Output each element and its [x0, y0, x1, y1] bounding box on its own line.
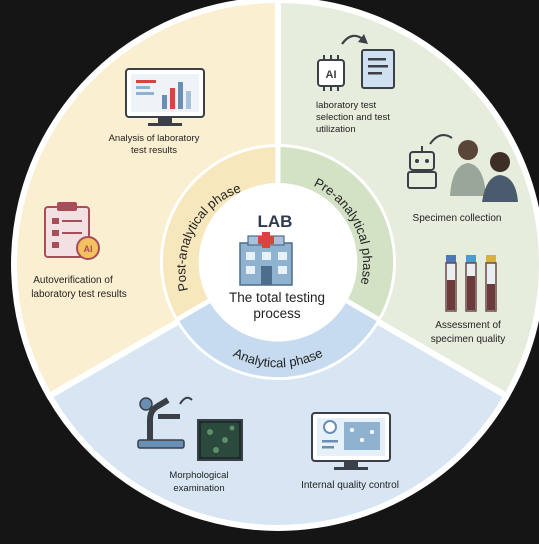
qc-monitor-icon	[311, 412, 391, 470]
test-selection-label-line2: selection and test	[316, 112, 390, 123]
test-selection-label-line1: laboratory test	[316, 100, 377, 111]
pre-ring-band	[278, 146, 394, 319]
clipboard-ai-icon: AI	[44, 202, 100, 260]
lab-building-icon: LAB	[239, 212, 293, 286]
analysis-label-line1: Analysis of laboratory	[109, 133, 200, 144]
ai-badge-text: AI	[84, 244, 93, 254]
center-title-line2: process	[253, 306, 301, 321]
post-ring-band	[162, 146, 278, 319]
specimen-collection-label: Specimen collection	[413, 213, 502, 224]
people-icon	[450, 140, 518, 202]
analytical-segment	[45, 260, 511, 531]
specimen-quality-label-line1: Assessment of	[435, 320, 501, 331]
microscopy-image-icon	[197, 419, 243, 461]
robot-icon	[407, 146, 437, 189]
autoverification-label-line1: Autoverification of	[33, 275, 113, 286]
lab-logo-text: LAB	[258, 212, 293, 231]
microscope-icon	[137, 396, 193, 449]
center-title-line1: The total testing	[229, 290, 325, 305]
monitor-chart-icon	[125, 68, 205, 126]
ai-chip-icon: AI	[317, 55, 345, 91]
morphological-label-line1: Morphological	[169, 470, 228, 481]
analytical-ring-band	[178, 301, 378, 378]
specimen-quality-label-line2: specimen quality	[431, 334, 505, 345]
analysis-label-line2: test results	[131, 145, 177, 156]
test-tubes-icon	[445, 255, 497, 312]
ai-chip-text: AI	[326, 69, 337, 81]
quality-control-label: Internal quality control	[301, 480, 399, 491]
test-selection-label-line3: utilization	[316, 124, 356, 135]
morphological-label-line2: examination	[173, 483, 224, 494]
document-icon	[361, 49, 395, 89]
autoverification-label-line2: laboratory test results	[31, 289, 127, 300]
curved-arrow-icon-2	[429, 134, 453, 145]
